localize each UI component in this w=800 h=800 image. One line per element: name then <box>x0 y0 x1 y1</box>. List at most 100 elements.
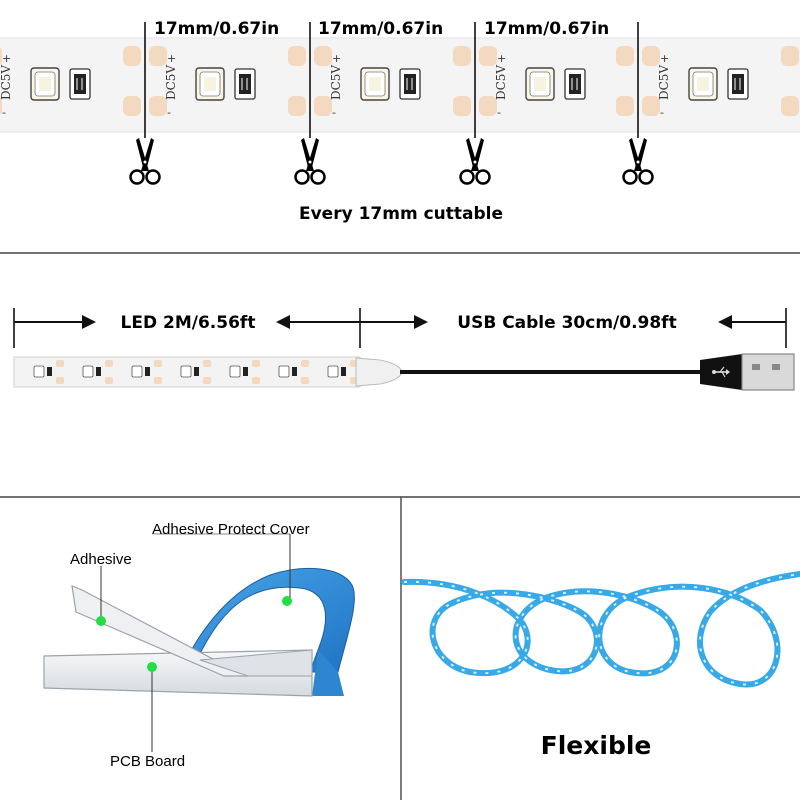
led-length-label: LED 2M/6.56ft <box>121 313 256 333</box>
resistor <box>234 68 256 100</box>
mini-strip-units <box>33 360 358 384</box>
solder-pad <box>288 46 306 66</box>
mini-resistor <box>96 367 101 376</box>
polarity-minus: - <box>2 106 6 119</box>
callout-marker <box>96 616 106 626</box>
led-chip <box>360 67 390 101</box>
mini-led-chip <box>131 365 143 378</box>
solder-pad <box>781 96 799 116</box>
length-section: LED 2M/6.56ft USB Cable 30cm/0.98ft <box>13 308 795 391</box>
solder-pad <box>642 96 660 116</box>
solder-pad <box>149 46 167 66</box>
led-chip <box>195 67 225 101</box>
mini-solder-pad <box>203 377 211 384</box>
scissors-icon <box>294 136 326 185</box>
mini-led-chip <box>327 365 339 378</box>
solder-pad <box>314 96 332 116</box>
led-chip <box>30 67 60 101</box>
scissors-icon <box>459 136 491 185</box>
layers-section: Adhesive Protect Cover Adhesive PCB Boar… <box>43 521 355 770</box>
mini-solder-pad <box>56 377 64 384</box>
solder-pad <box>0 47 2 65</box>
strip-connector <box>355 357 403 387</box>
cable-length-label: USB Cable 30cm/0.98ft <box>457 313 676 333</box>
led-chip <box>525 67 555 101</box>
flex-caption: Flexible <box>541 731 652 760</box>
mini-led-chip <box>229 365 241 378</box>
mini-solder-pad <box>203 360 211 367</box>
polarity-minus: - <box>332 106 336 119</box>
mini-resistor <box>47 367 52 376</box>
polarity-minus: - <box>497 106 501 119</box>
protect-cover <box>185 567 355 673</box>
solder-pad <box>288 96 306 116</box>
solder-pad <box>616 46 634 66</box>
solder-pad <box>479 46 497 66</box>
spacing-label-1: 17mm/0.67in <box>154 19 279 39</box>
solder-pad <box>314 46 332 66</box>
mini-led-chip <box>180 365 192 378</box>
pcb-print: DC5V <box>0 65 13 100</box>
solder-pad <box>123 46 141 66</box>
resistor <box>727 68 749 100</box>
mini-solder-pad <box>301 377 309 384</box>
solder-pad <box>149 96 167 116</box>
cut-caption: Every 17mm cuttable <box>299 204 503 224</box>
solder-pad <box>453 96 471 116</box>
polarity-plus: + <box>660 52 669 65</box>
mini-resistor <box>145 367 150 376</box>
mini-solder-pad <box>154 360 162 367</box>
spacing-label-2: 17mm/0.67in <box>318 19 443 39</box>
mini-resistor <box>341 367 346 376</box>
callout-marker <box>147 662 157 672</box>
pcb-print: DC5V <box>657 65 671 100</box>
mini-solder-pad <box>154 377 162 384</box>
resistor <box>69 68 91 100</box>
pcb-print: DC5V <box>164 65 178 100</box>
polarity-plus: + <box>2 52 11 65</box>
solder-pad <box>123 96 141 116</box>
resistor <box>564 68 586 100</box>
usb-icon <box>712 366 730 378</box>
polarity-minus: - <box>660 106 664 119</box>
usb-plug-shell <box>741 353 795 391</box>
adhesive-label: Adhesive <box>70 551 132 568</box>
strip-units: DC5V+-DC5V+-DC5V+-DC5V+-DC5V+- <box>0 46 799 119</box>
mini-led-chip <box>278 365 290 378</box>
flexible-strip <box>401 571 800 688</box>
polarity-plus: + <box>167 52 176 65</box>
mini-resistor <box>194 367 199 376</box>
solder-pad <box>781 46 799 66</box>
mini-solder-pad <box>56 360 64 367</box>
pcb-print: DC5V <box>494 65 508 100</box>
pcb-print: DC5V <box>329 65 343 100</box>
mini-solder-pad <box>301 360 309 367</box>
mini-solder-pad <box>252 377 260 384</box>
flex-section: Flexible <box>401 571 800 760</box>
mini-led-chip <box>33 365 45 378</box>
cut-section: DC5V+-DC5V+-DC5V+-DC5V+-DC5V+- 17mm/0.67… <box>0 19 800 224</box>
scissors-icon <box>622 136 654 185</box>
solder-pad <box>453 46 471 66</box>
mini-solder-pad <box>105 360 113 367</box>
mini-solder-pad <box>105 377 113 384</box>
polarity-plus: + <box>332 52 341 65</box>
mini-solder-pad <box>252 360 260 367</box>
mini-resistor <box>243 367 248 376</box>
mini-led-chip <box>82 365 94 378</box>
solder-pad <box>616 96 634 116</box>
solder-pad <box>642 46 660 66</box>
led-chip <box>688 67 718 101</box>
pcb-label: PCB Board <box>110 753 185 770</box>
polarity-plus: + <box>497 52 506 65</box>
solder-pad <box>0 97 2 115</box>
solder-pad <box>479 96 497 116</box>
spacing-label-3: 17mm/0.67in <box>484 19 609 39</box>
cover-label: Adhesive Protect Cover <box>152 521 310 538</box>
resistor <box>399 68 421 100</box>
polarity-minus: - <box>167 106 171 119</box>
callout-marker <box>282 596 292 606</box>
scissors-icon <box>129 136 161 185</box>
mini-resistor <box>292 367 297 376</box>
